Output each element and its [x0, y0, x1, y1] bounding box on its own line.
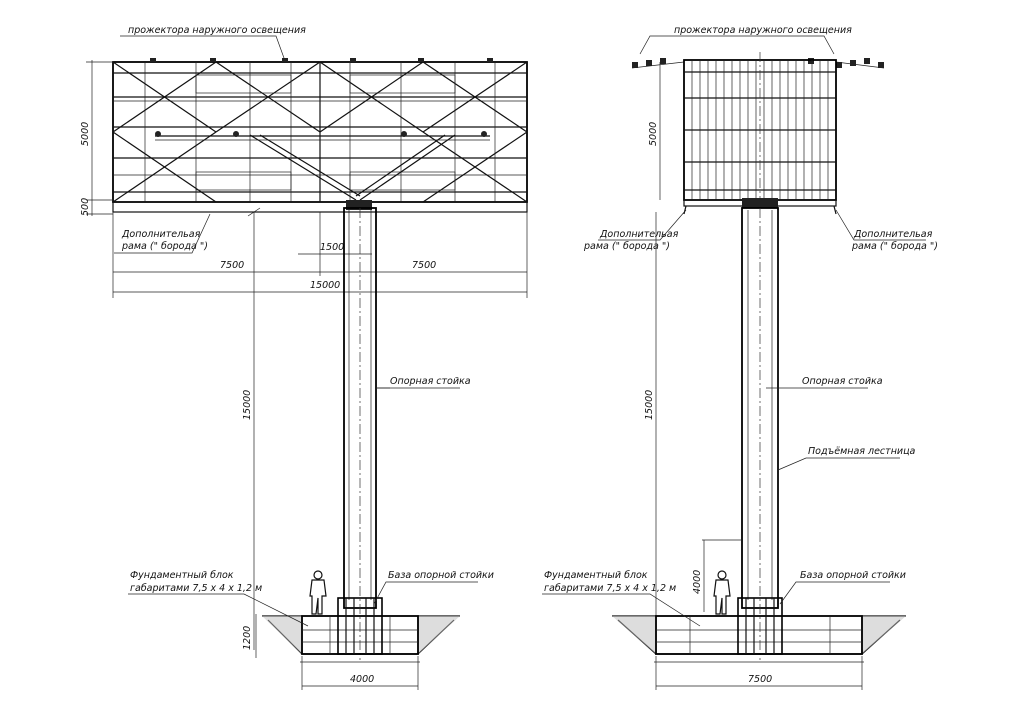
right-frame-left-leader	[598, 209, 687, 241]
right-pole	[741, 207, 779, 660]
right-base-label: База опорной стойки	[800, 570, 906, 581]
left-base-label: База опорной стойки	[388, 570, 494, 581]
right-frame-right-label-1: Дополнительая	[853, 229, 933, 240]
left-dim-pole-width: 1500	[320, 242, 344, 253]
right-foundation	[612, 597, 906, 663]
left-foundation-leader	[128, 593, 309, 627]
right-dim-ladder-height: 4000	[692, 570, 703, 594]
left-dim-total-width: 15000	[310, 280, 340, 291]
left-dim-half-right: 7500	[412, 260, 436, 271]
right-human-figure	[713, 570, 731, 615]
right-pole-height-dim: 15000 4000	[644, 212, 742, 650]
right-frame-right-label-2: рама (" борода ")	[851, 241, 938, 252]
left-foundation-dims: 1200 4000	[242, 614, 419, 690]
left-pole	[343, 207, 390, 660]
left-human-figure	[309, 570, 327, 615]
right-foundation-label-1: Фундаментный блок	[544, 570, 648, 581]
left-lights-label: прожектора наружного освещения	[128, 25, 306, 36]
left-dim-frame-height: 500	[80, 198, 91, 216]
right-dim-foundation-width: 7500	[748, 674, 772, 685]
right-foundation-dims: 7500	[655, 656, 863, 690]
right-frame-left-label-2: рама (" борода ")	[583, 241, 670, 252]
right-view: прожектора наружного освещения	[542, 25, 938, 690]
left-dim-half-left: 7500	[220, 260, 244, 271]
right-lights-leader	[639, 35, 835, 55]
right-panel-dim: 5000	[648, 62, 661, 200]
left-width-dims: 1500 7500 7500 15000	[112, 212, 528, 298]
right-light-fixtures	[631, 58, 885, 69]
right-ladder-leader	[777, 457, 900, 471]
left-frame-label-2: рама (" борода ")	[121, 241, 208, 252]
right-lights-label: прожектора наружного освещения	[674, 25, 852, 36]
right-dim-panel-height: 5000	[648, 122, 659, 146]
left-billboard-panel	[112, 58, 528, 213]
left-pole-height-dim: 15000	[242, 207, 261, 650]
left-dim-foundation-depth: 1200	[242, 626, 253, 650]
right-frame-right-leader	[835, 209, 926, 241]
left-pole-label: Опорная стойка	[390, 376, 471, 387]
left-dim-panel-height: 5000	[80, 122, 91, 146]
right-dim-pole-height: 15000	[644, 390, 655, 420]
right-base-leader	[779, 581, 890, 605]
left-foundation-label-1: Фундаментный блок	[130, 570, 234, 581]
left-dim-pole-height: 15000	[242, 390, 253, 420]
right-foundation-leader	[542, 593, 701, 627]
left-dim-column: 5000 500	[80, 60, 113, 216]
left-foundation	[262, 597, 460, 663]
right-foundation-label-2: габаритами 7,5 х 4 х 1,2 м	[544, 583, 676, 594]
left-foundation-label-2: габаритами 7,5 х 4 х 1,2 м	[130, 583, 262, 594]
right-frame-left-label-1: Дополнительая	[599, 229, 679, 240]
right-pole-label: Опорная стойка	[802, 376, 883, 387]
left-frame-label-1: Дополнительая	[121, 229, 201, 240]
left-lights-leader	[120, 35, 285, 59]
right-billboard-panel	[683, 52, 837, 215]
left-dim-foundation-width: 4000	[350, 674, 374, 685]
left-view: прожектора наружного освещения	[80, 25, 528, 690]
right-ladder-label: Подъёмная лестница	[808, 446, 916, 457]
left-base-leader	[373, 581, 478, 605]
left-frame-leader	[114, 213, 211, 254]
